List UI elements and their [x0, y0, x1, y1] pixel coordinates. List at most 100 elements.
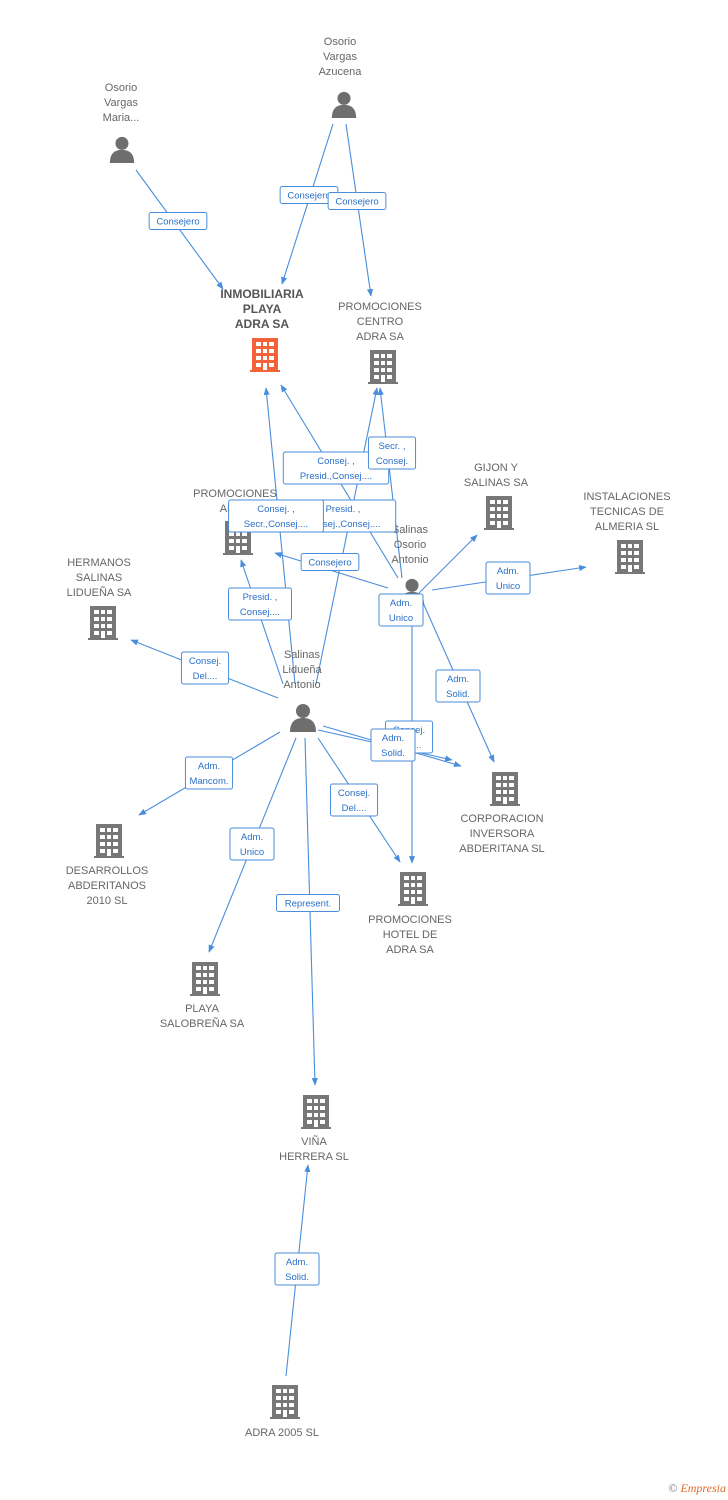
brand-logo-text[interactable]: Empresia: [680, 1481, 726, 1495]
edge-label-box[interactable]: [367, 436, 417, 470]
node-label: Salinas: [392, 524, 429, 536]
node-label: PLAYA: [243, 302, 282, 316]
person-icon[interactable]: [290, 704, 316, 732]
building-icon[interactable]: [190, 962, 220, 996]
footer-credit: © Empresia: [668, 1481, 726, 1496]
node-osorio_maria[interactable]: OsorioVargasMaria...: [103, 82, 140, 163]
building-icon[interactable]: [490, 772, 520, 806]
edge-label-text: Consej. ,: [257, 504, 295, 515]
node-label: Osorio: [105, 82, 137, 94]
node-label: GIJON Y: [474, 462, 518, 474]
edge-label-text: Solid.: [285, 1272, 309, 1283]
edge-label-box[interactable]: [276, 894, 340, 912]
node-label: Lidueña: [282, 664, 322, 676]
building-icon[interactable]: [301, 1095, 331, 1129]
person-icon[interactable]: [109, 136, 135, 163]
edge-label-text: Mancom.: [189, 776, 228, 787]
edge-label-text: Consej. ,: [317, 456, 355, 467]
edge-label-osorio_maria-to-inmobiliaria[interactable]: Consejero: [148, 212, 208, 230]
edge-label-box[interactable]: [184, 756, 234, 790]
edge-label-box[interactable]: [329, 783, 379, 817]
edge-label-salinas_liduena-to-vina_herrera[interactable]: Represent.: [276, 894, 340, 912]
edge-label-adra2005-to-vina_herrera[interactable]: Adm.Solid.: [274, 1252, 320, 1286]
node-label: SALOBREÑA SA: [160, 1017, 245, 1030]
edge-salinas_osorio-to-gijon: [417, 534, 478, 595]
building-icon[interactable]: [484, 496, 514, 530]
edge-label-box[interactable]: [274, 1252, 320, 1286]
edge-label-salinas_osorio-to-corporacion[interactable]: Adm.Solid.: [435, 669, 481, 703]
edge-label-text: Adm.: [198, 761, 220, 772]
node-label: Vargas: [323, 51, 358, 63]
edge-label-salinas_liduena-to-promo_adra[interactable]: Presid. ,Consej....: [228, 587, 292, 621]
edge-label-salinas_osorio-to-promo_hotel[interactable]: Adm.Unico: [378, 593, 424, 627]
edge-label-text: Del....: [193, 671, 218, 682]
node-label: Antonio: [283, 679, 320, 691]
edge-label-box[interactable]: [228, 499, 324, 533]
edge-label-box[interactable]: [180, 651, 230, 685]
building-icon[interactable]: [368, 350, 398, 384]
edge-label-text: Consejero: [308, 558, 351, 569]
node-label: Osorio: [324, 36, 356, 48]
edge-label-text: Consej.: [189, 656, 221, 667]
edge-label-box[interactable]: [378, 593, 424, 627]
edge-label-salinas_liduena-to-promo_hotel[interactable]: Consej.Del....: [329, 783, 379, 817]
edge-label-salinas_osorio-to-promo_centro[interactable]: Secr. ,Consej.: [367, 436, 417, 470]
edge-label-text: Consej.,Consej....: [306, 519, 381, 530]
edge-label-salinas_osorio-to-instalaciones[interactable]: Adm. Unico: [485, 561, 531, 595]
edge-label-text: Adm.: [497, 566, 519, 577]
edge-label-salinas_liduena-to-hermanos[interactable]: Consej. Del....: [180, 651, 230, 685]
edge-label-box[interactable]: [370, 728, 416, 762]
person-icon[interactable]: [331, 91, 357, 118]
node-label: ABDERITANA SL: [459, 843, 544, 855]
node-label: INMOBILIARIA: [220, 287, 304, 301]
edge-label-text: Unico: [240, 847, 264, 858]
node-label: ADRA SA: [356, 331, 404, 343]
node-label: PLAYA: [185, 1003, 219, 1015]
edge-label-box[interactable]: [148, 212, 208, 230]
building-icon[interactable]: [270, 1385, 300, 1419]
edge-label-box[interactable]: [228, 587, 292, 621]
edge-label-text: Unico: [389, 613, 413, 624]
edge-label-salinas_liduena-to-desarrollos[interactable]: Adm. Mancom.: [184, 756, 234, 790]
edge-label-salinas_liduena-to-corporacion[interactable]: Adm.Solid.: [370, 728, 416, 762]
node-label: SALINAS: [76, 572, 122, 584]
building-icon[interactable]: [398, 872, 428, 906]
edge-label-box[interactable]: [300, 553, 360, 571]
edge-label-salinas_liduena-to-inmobiliaria[interactable]: Consej. ,Secr.,Consej....: [228, 499, 324, 533]
node-label: ABDERITANOS: [68, 880, 146, 892]
edge-label-osorio_azucena-to-promo_centro[interactable]: Consejero: [327, 192, 387, 210]
edge-label-box[interactable]: [435, 669, 481, 703]
building-icon[interactable]: [88, 606, 118, 640]
node-label: Vargas: [104, 97, 139, 109]
edge-label-text: Adm.: [241, 832, 263, 843]
node-playa_salobrena[interactable]: PLAYA SALOBREÑA SA: [160, 962, 245, 1030]
edge-label-salinas_osorio-to-promo_adra[interactable]: Consejero: [300, 553, 360, 571]
edge-label-box[interactable]: [327, 192, 387, 210]
building-icon[interactable]: [250, 338, 280, 372]
node-label: ADRA 2005 SL: [245, 1427, 319, 1439]
building-icon[interactable]: [615, 540, 645, 574]
edge-label-text: Unico: [496, 581, 520, 592]
edge-label-salinas_liduena-to-playa_salobrena[interactable]: Adm. Unico: [229, 827, 275, 861]
edge-label-text: Adm.: [447, 674, 469, 685]
edge-label-box[interactable]: [485, 561, 531, 595]
node-adra2005[interactable]: ADRA 2005 SL: [245, 1385, 319, 1439]
node-label: PROMOCIONES: [368, 914, 452, 926]
edge-label-box[interactable]: [229, 827, 275, 861]
building-icon[interactable]: [94, 824, 124, 858]
node-label: INSTALACIONES: [583, 491, 670, 503]
